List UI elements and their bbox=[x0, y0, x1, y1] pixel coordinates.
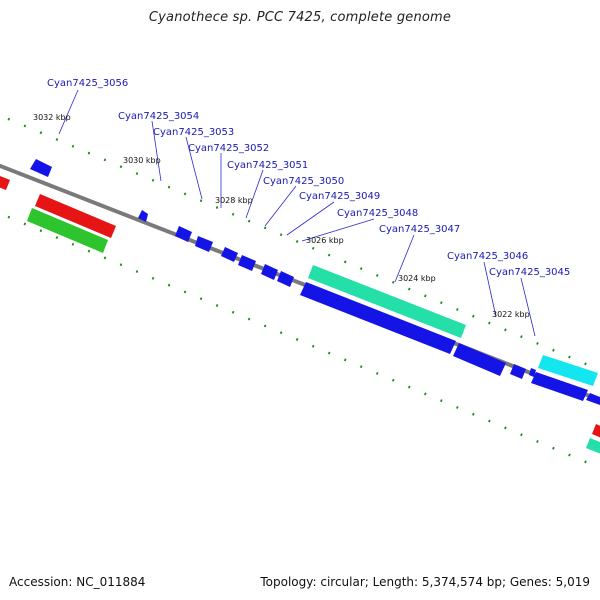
kbp-label: 3028 kbp bbox=[215, 196, 253, 205]
gene-arrow bbox=[261, 264, 278, 280]
gene-label[interactable]: Cyan7425_3053 bbox=[153, 127, 234, 138]
kbp-labels: 3032 kbp 3030 kbp 3028 kbp 3026 kbp 3024… bbox=[33, 113, 530, 319]
kbp-label: 3032 kbp bbox=[33, 113, 71, 122]
gene-bar-teal bbox=[308, 265, 466, 338]
gene-arrow bbox=[195, 236, 213, 252]
map-title: Cyanothece sp. PCC 7425, complete genome bbox=[148, 10, 452, 25]
gene-arrow bbox=[221, 247, 238, 262]
leader-line bbox=[245, 169, 264, 219]
gene-arrow bbox=[529, 368, 536, 377]
genome-backbone bbox=[0, 163, 600, 403]
leader-line bbox=[264, 185, 297, 227]
gene-label[interactable]: Cyan7425_3050 bbox=[263, 176, 344, 187]
gene-label[interactable]: Cyan7425_3051 bbox=[227, 160, 308, 171]
leader-line bbox=[301, 218, 375, 242]
gene-bar-red bbox=[592, 424, 600, 438]
gene-bar-green bbox=[27, 208, 108, 253]
gene-arrow bbox=[175, 226, 192, 242]
tick-row-lower bbox=[0, 212, 600, 470]
leader-line bbox=[151, 120, 162, 182]
genome-summary-text: Topology: circular; Length: 5,374,574 bp… bbox=[260, 575, 590, 589]
gene-arrow bbox=[30, 159, 52, 177]
gene-label[interactable]: Cyan7425_3048 bbox=[337, 208, 418, 219]
leader-line bbox=[483, 261, 497, 318]
gene-label[interactable]: Cyan7425_3049 bbox=[299, 191, 380, 202]
gene-bar-blue bbox=[531, 372, 588, 401]
gene-label[interactable]: Cyan7425_3054 bbox=[118, 111, 199, 122]
gene-arrow bbox=[510, 364, 526, 379]
kbp-label: 3030 kbp bbox=[123, 156, 161, 165]
kbp-label: 3026 kbp bbox=[306, 236, 344, 245]
leader-line bbox=[286, 201, 335, 236]
gene-arrow bbox=[238, 255, 256, 271]
gene-bar-red bbox=[35, 194, 116, 238]
gene-bar-cyan bbox=[538, 355, 598, 386]
gene-label[interactable]: Cyan7425_3056 bbox=[47, 78, 128, 89]
gene-arrow bbox=[138, 210, 148, 222]
gene-label[interactable]: Cyan7425_3052 bbox=[188, 143, 269, 154]
gene-bar-red bbox=[0, 176, 10, 190]
kbp-label: 3022 kbp bbox=[492, 310, 530, 319]
gene-bar-blue bbox=[300, 282, 456, 354]
gene-label[interactable]: Cyan7425_3047 bbox=[379, 224, 460, 235]
gene-arrow bbox=[277, 271, 294, 287]
gene-arrow bbox=[586, 393, 600, 405]
gene-labels: Cyan7425_3056 Cyan7425_3054 Cyan7425_305… bbox=[47, 78, 570, 278]
gene-label[interactable]: Cyan7425_3045 bbox=[489, 267, 570, 278]
gene-bar-teal bbox=[586, 438, 600, 454]
leader-line bbox=[185, 136, 203, 200]
leader-line bbox=[58, 89, 79, 135]
kbp-label: 3024 kbp bbox=[398, 274, 436, 283]
leader-lines bbox=[58, 89, 536, 337]
reverse-strand-features bbox=[0, 176, 600, 454]
leader-line bbox=[394, 234, 415, 283]
leader-line bbox=[520, 277, 536, 337]
gene-arrow bbox=[453, 343, 506, 376]
accession-text: Accession: NC_011884 bbox=[9, 575, 146, 589]
forward-strand-features bbox=[30, 159, 600, 405]
gene-label[interactable]: Cyan7425_3046 bbox=[447, 251, 528, 262]
